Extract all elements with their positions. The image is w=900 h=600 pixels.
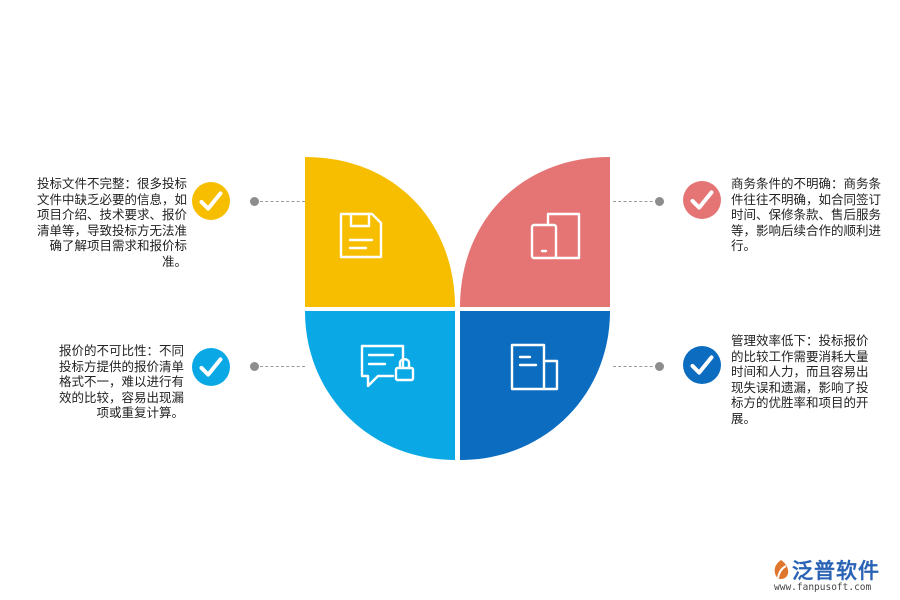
message-lock-icon (360, 344, 415, 388)
connector-dot-bottom-right (655, 362, 664, 371)
logo-icon (774, 560, 789, 579)
petal-bottom-right (460, 311, 610, 460)
connector-dot-top-right (655, 197, 664, 206)
documents-icon (530, 212, 581, 260)
description-top-left: 投标文件不完整：很多投标文件中缺乏必要的信息，如项目介绍、技术要求、报价清单等，… (36, 176, 187, 269)
description-top-right: 商务条件的不明确：商务条件往往不明确，如合同签订时间、保修条款、售后服务等，影响… (731, 176, 882, 254)
connector-top-right (613, 201, 658, 202)
connector-top-left (260, 201, 305, 202)
check-icon (683, 181, 721, 219)
connector-bottom-right (613, 366, 658, 367)
check-icon (192, 182, 230, 220)
check-icon (683, 346, 721, 384)
connector-dot-bottom-left (250, 362, 259, 371)
check-icon (192, 348, 230, 386)
logo-url: www.fanpusoft.com (774, 582, 872, 593)
description-bottom-right: 管理效率低下：投标报价的比较工作需要消耗大量时间和人力，而且容易出现失误和遗漏，… (731, 333, 869, 426)
description-bottom-left: 报价的不可比性：不同投标方提供的报价清单格式不一，难以进行有效的比较，容易出现漏… (58, 343, 184, 421)
save-icon (339, 212, 383, 259)
brand-logo: 泛普软件 www.fanpusoft.com (770, 555, 895, 597)
petal-bottom-left (305, 311, 455, 460)
connector-bottom-left (260, 366, 305, 367)
petal-top-right (460, 157, 610, 307)
logo-name: 泛普软件 (792, 559, 880, 583)
connector-dot-top-left (250, 197, 259, 206)
file-icon (510, 343, 559, 391)
